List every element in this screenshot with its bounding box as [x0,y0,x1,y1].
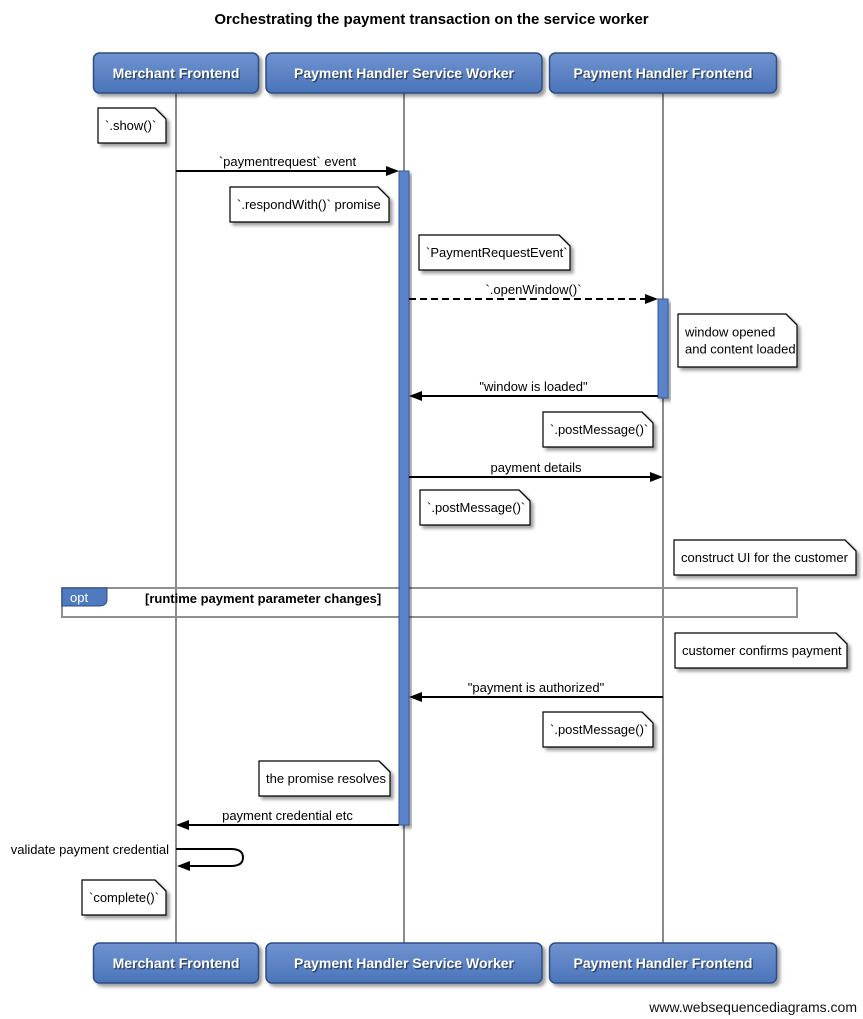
note-fold-icon [377,186,390,199]
message-label: "window is loaded" [479,379,588,394]
note [258,760,391,797]
note-fold-icon [641,711,654,724]
actor-label: Payment Handler Service Worker [294,65,515,81]
actor-label-shadow: Merchant Frontend [114,66,241,82]
note [418,234,571,271]
note-fold-icon [785,313,798,326]
message-arrowhead [409,692,422,702]
message-arrowhead [409,391,422,401]
note [97,107,167,144]
actor-label: Merchant Frontend [113,65,240,81]
note-text: `.respondWith()` promise [237,197,381,212]
note-text: `.postMessage()` [550,422,648,437]
actor-box [548,942,778,984]
message-arrowhead [386,166,399,176]
message-arrowhead [645,294,658,304]
message-label: payment credential etc [222,808,353,823]
note-fold-icon [835,632,848,645]
note-text: customer confirms payment [682,643,842,658]
opt-frame-label: opt [70,590,88,605]
message-arrowhead [650,472,663,482]
note-text: `PaymentRequestEvent` [426,245,568,260]
message-label: "payment is authorized" [468,680,605,695]
note [81,879,167,916]
note-fold-icon [518,489,531,502]
note-fold-icon [844,539,857,552]
actor-box [265,942,543,984]
self-message-arrowhead [177,861,190,871]
note-fold-icon [558,234,571,247]
actor-label-shadow: Payment Handler Frontend [575,66,754,82]
note [229,186,390,223]
actor-box [92,942,260,984]
note-text: the promise resolves [266,771,386,786]
note-text: `.postMessage()` [550,722,648,737]
activation-bar [398,170,410,826]
note-text: `complete()` [89,890,159,905]
note [674,632,848,669]
message-label: `.openWindow()` [485,282,581,297]
note-fold-icon [378,760,391,773]
actor-label-shadow: Payment Handler Service Worker [295,956,516,972]
actor-label: Payment Handler Frontend [574,955,753,971]
opt-frame-tab [61,587,108,607]
self-message-loop [176,848,245,867]
note-text: `.postMessage()` [427,500,525,515]
actor-box [92,52,260,94]
actor-label-shadow: Merchant Frontend [114,956,241,972]
note [677,313,798,368]
note-text: window opened [684,325,775,340]
actor-box [548,52,778,94]
actor-box [265,52,543,94]
note-fold-icon [154,107,167,120]
note [542,411,654,448]
self-message-label: validate payment credential [11,842,169,857]
actor-label: Payment Handler Frontend [574,65,753,81]
note-text: `.show()` [105,118,156,133]
message-label: `paymentrequest` event [219,154,357,169]
watermark-link: www.websequencediagrams.com [649,999,857,1015]
note-fold-icon [154,879,167,892]
diagram-title: Orchestrating the payment transaction on… [214,11,649,28]
message-arrowhead [176,820,189,830]
note [419,489,531,526]
note-text: and content loaded [685,342,796,357]
note-text: construct UI for the customer [681,550,849,565]
note [673,539,857,576]
actor-label-shadow: Payment Handler Frontend [575,956,754,972]
actor-label: Merchant Frontend [113,955,240,971]
message-label: payment details [490,460,582,475]
opt-frame-condition: [runtime payment parameter changes] [145,591,381,606]
note [542,711,654,748]
activation-bar [657,298,669,399]
actor-label-shadow: Payment Handler Service Worker [295,66,516,82]
actor-label: Payment Handler Service Worker [294,955,515,971]
note-fold-icon [641,411,654,424]
